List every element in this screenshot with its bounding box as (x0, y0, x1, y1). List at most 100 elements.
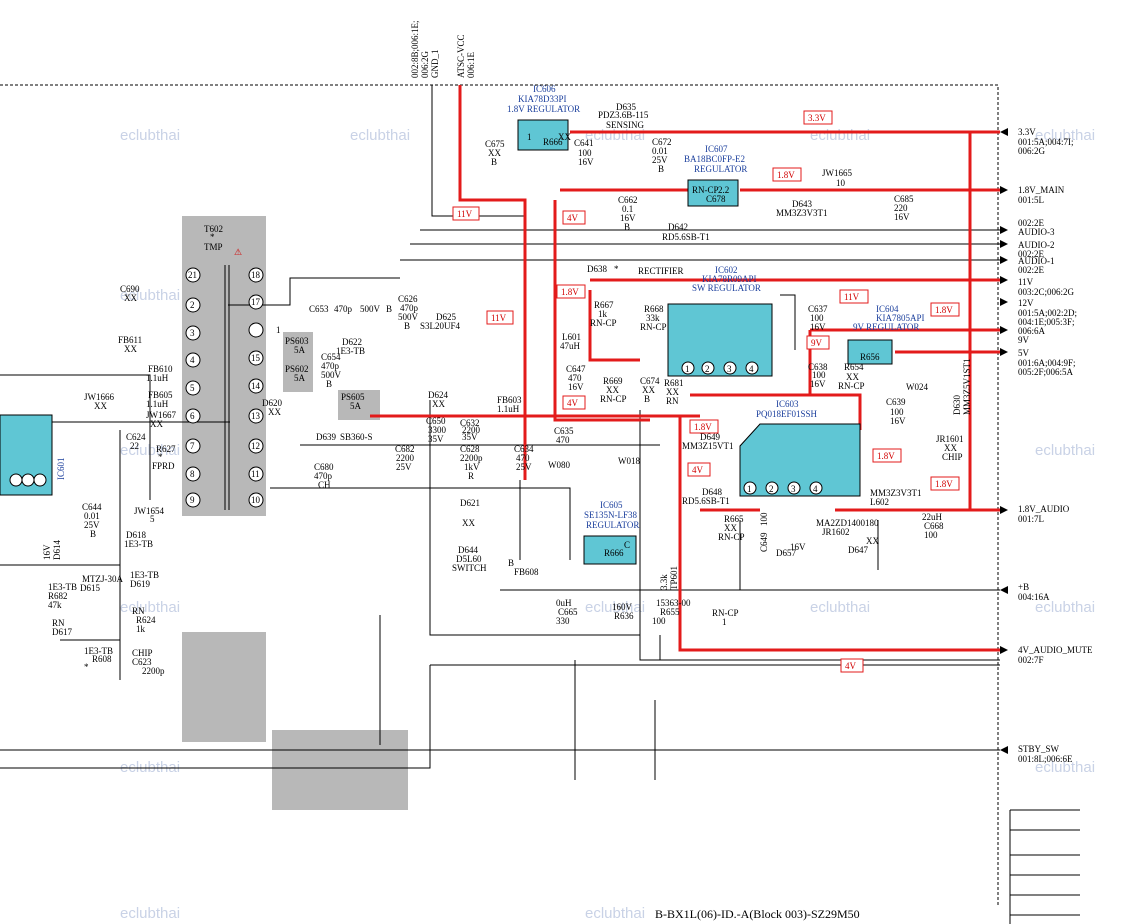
svg-text:RN-CP: RN-CP (718, 532, 745, 542)
svg-text:L601: L601 (562, 332, 581, 342)
svg-text:RN: RN (132, 606, 145, 616)
svg-text:JW1667: JW1667 (146, 410, 176, 420)
svg-text:IC606: IC606 (533, 84, 556, 94)
svg-text:006:2G: 006:2G (420, 50, 430, 78)
svg-text:33k: 33k (646, 313, 660, 323)
svg-text:IC607: IC607 (705, 144, 728, 154)
svg-text:PS603: PS603 (285, 336, 309, 346)
svg-text:XX: XX (606, 385, 619, 395)
svg-text:D643: D643 (792, 199, 812, 209)
svg-text:RN: RN (666, 396, 679, 406)
svg-text:C634: C634 (514, 444, 534, 454)
svg-text:SENSING: SENSING (606, 120, 645, 130)
svg-text:21: 21 (188, 270, 197, 280)
svg-text:11V: 11V (844, 292, 860, 302)
ic605-regulator: R666 C IC605 SE135N-LF38 REGULATOR (583, 500, 639, 565)
svg-text:XX: XX (488, 148, 501, 158)
svg-text:RN-CP: RN-CP (838, 381, 865, 391)
svg-text:B: B (491, 157, 497, 167)
svg-text:5A: 5A (350, 401, 362, 411)
svg-text:6: 6 (190, 411, 195, 421)
svg-text:003:2C;006:2G: 003:2C;006:2G (1018, 287, 1075, 297)
svg-text:18: 18 (251, 270, 261, 280)
svg-text:1.8V: 1.8V (935, 479, 953, 489)
svg-text:7: 7 (190, 441, 195, 451)
svg-text:XX: XX (124, 344, 137, 354)
svg-text:470p: 470p (400, 303, 419, 313)
svg-text:22uH: 22uH (922, 512, 943, 522)
svg-text:REGULATOR: REGULATOR (694, 164, 747, 174)
svg-text:C647: C647 (566, 364, 586, 374)
svg-text:C649: C649 (759, 532, 769, 552)
svg-text:XX: XX (94, 401, 107, 411)
svg-text:FB605: FB605 (148, 390, 173, 400)
power-rails (370, 85, 1000, 652)
svg-text:002:2E: 002:2E (1018, 218, 1045, 228)
svg-text:D622: D622 (342, 337, 362, 347)
svg-text:14: 14 (251, 381, 261, 391)
svg-text:B: B (404, 321, 410, 331)
svg-text:R627: R627 (156, 444, 176, 454)
svg-text:3300: 3300 (428, 425, 447, 435)
svg-text:AUDIO-2: AUDIO-2 (1018, 240, 1055, 250)
svg-text:16V: 16V (568, 382, 584, 392)
svg-text:CHIP: CHIP (132, 648, 153, 658)
svg-text:C632: C632 (460, 418, 480, 428)
watermark: eclubthai (1035, 127, 1095, 144)
svg-text:AUDIO-1: AUDIO-1 (1018, 256, 1055, 266)
svg-text:C644: C644 (82, 502, 102, 512)
svg-text:1kV: 1kV (464, 462, 480, 472)
svg-text:R665: R665 (724, 514, 744, 524)
voltage-tag: 11V (452, 206, 480, 221)
svg-text:W024: W024 (906, 382, 928, 392)
svg-text:XX: XX (642, 385, 655, 395)
svg-text:W018: W018 (618, 456, 640, 466)
svg-text:XX: XX (724, 523, 737, 533)
svg-text:XX: XX (558, 132, 571, 142)
svg-text:470: 470 (516, 453, 530, 463)
svg-text:006:2G: 006:2G (1018, 146, 1046, 156)
voltage-tag: 3.3V (803, 110, 833, 125)
svg-text:D642: D642 (668, 222, 688, 232)
svg-text:220: 220 (894, 203, 908, 213)
svg-text:R681: R681 (664, 378, 684, 388)
svg-text:D619: D619 (130, 579, 150, 589)
svg-text:XX: XX (846, 372, 859, 382)
svg-text:4: 4 (813, 484, 818, 494)
svg-text:RD5.6SB-T1: RD5.6SB-T1 (682, 496, 730, 506)
svg-text:3.3V: 3.3V (1018, 127, 1036, 137)
svg-text:D638: D638 (587, 264, 607, 274)
svg-text:MM3Z15VT1: MM3Z15VT1 (682, 441, 734, 451)
svg-text:2200p: 2200p (460, 453, 483, 463)
svg-text:C635: C635 (554, 426, 574, 436)
svg-text:XX: XX (268, 407, 281, 417)
svg-text:17: 17 (251, 297, 261, 307)
svg-text:D624: D624 (428, 390, 448, 400)
svg-text:IC602: IC602 (715, 265, 738, 275)
voltage-tag: 1.8V (930, 476, 960, 491)
svg-text:D649: D649 (700, 432, 720, 442)
voltage-tag: 4V (562, 210, 586, 225)
svg-text:B: B (658, 164, 664, 174)
ic606-regulator: 1 R666 XX IC606 KIA78D33PI 1.8V REGULATO… (507, 84, 580, 151)
block-border (0, 84, 999, 906)
svg-text:D648: D648 (702, 487, 722, 497)
svg-text:470p: 470p (334, 304, 353, 314)
svg-text:JW1666: JW1666 (84, 392, 114, 402)
svg-text:500V: 500V (321, 370, 342, 380)
svg-text:C685: C685 (894, 194, 914, 204)
svg-text:XX: XX (462, 518, 475, 528)
svg-text:3: 3 (727, 364, 732, 374)
watermark: eclubthai (120, 599, 180, 616)
svg-text:C675: C675 (485, 139, 505, 149)
svg-text:11V: 11V (1018, 277, 1034, 287)
svg-text:2200p: 2200p (142, 666, 165, 676)
svg-text:2.2: 2.2 (718, 185, 729, 195)
svg-text:D5L60: D5L60 (456, 554, 482, 564)
svg-text:4: 4 (749, 364, 754, 374)
svg-text:005:2F;006:5A: 005:2F;006:5A (1018, 367, 1074, 377)
